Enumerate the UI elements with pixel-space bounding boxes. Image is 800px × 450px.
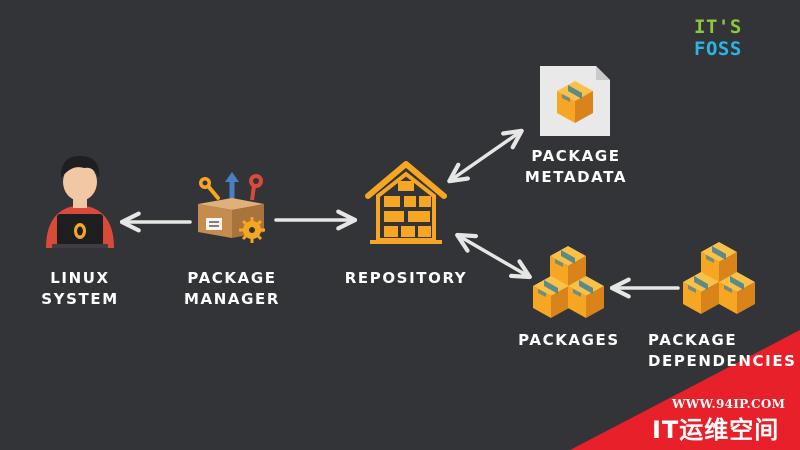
label-linux-system: LINUX SYSTEM (41, 269, 119, 308)
warehouse-icon (365, 161, 447, 244)
label-package-dependencies: PACKAGE DEPENDENCIES (648, 331, 797, 370)
document-package-icon (540, 66, 610, 136)
watermark-banner (570, 330, 800, 450)
user-at-laptop-icon (46, 156, 114, 248)
package-stack-icon (533, 246, 604, 318)
logo-text-part1: IT'S (694, 16, 742, 38)
watermark-text: IT运维空间 (652, 416, 780, 444)
edge-repository-packages (455, 232, 532, 280)
logo-text-part2: FOSS (694, 38, 742, 60)
label-repository: REPOSITORY (344, 269, 468, 287)
edge-repository-package-metadata (447, 128, 524, 184)
label-package-metadata: PACKAGE METADATA (524, 147, 628, 186)
label-packages: PACKAGES (518, 331, 620, 349)
toolbox-icon (198, 172, 265, 243)
watermark-url: WWW.94IP.COM (672, 397, 786, 411)
dependencies-stack-icon (683, 242, 755, 314)
brand-logo: IT'S FOSS (694, 16, 800, 60)
label-package-manager: PACKAGE MANAGER (183, 269, 280, 308)
